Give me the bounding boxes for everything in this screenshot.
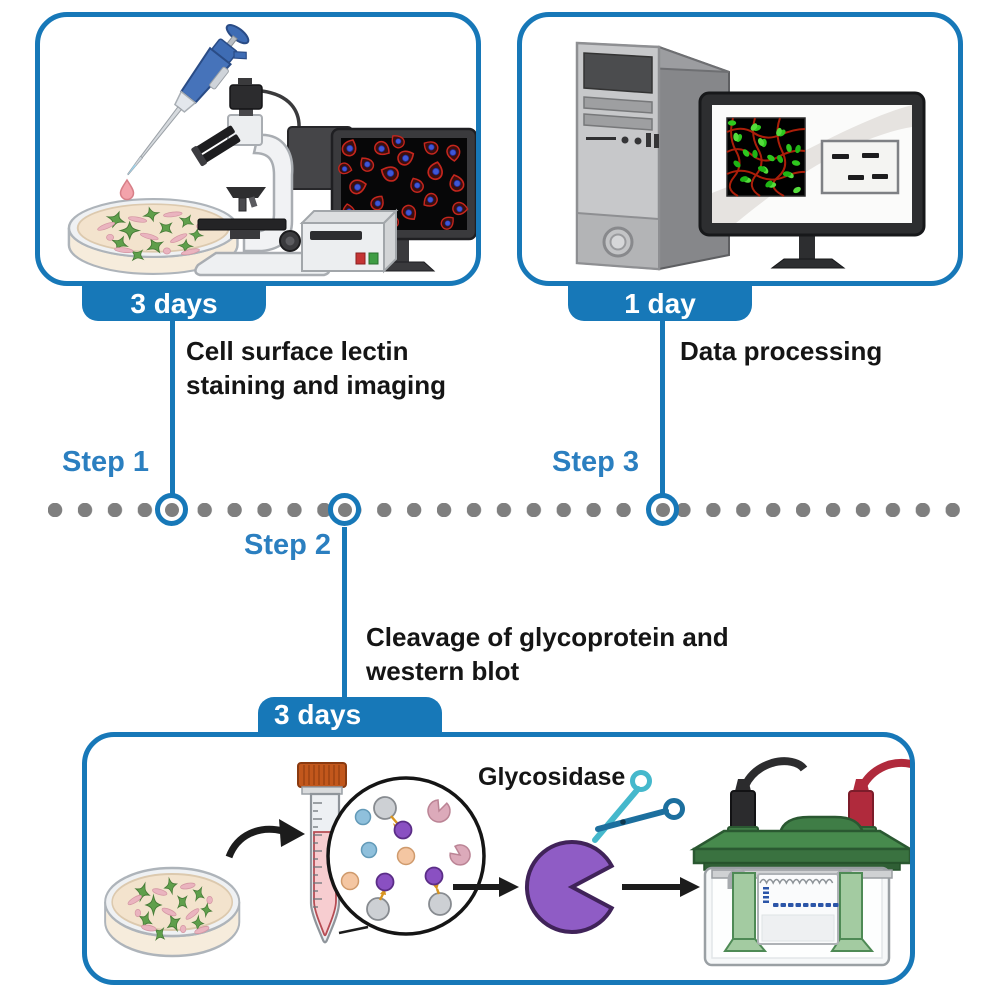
red-button [355,252,366,265]
step1-illustration [67,24,476,277]
glycoprotein-icon [424,866,452,916]
monitor-neck [394,237,409,263]
gel-cassette [757,873,839,945]
step1-illustration-panel [35,12,481,286]
step3-timeline-marker [646,493,679,526]
scissors-icon [592,770,685,843]
gel-clamp [732,872,756,940]
step1-title: Cell surface lectin staining and imaging [186,336,447,401]
glycoprotein-icon [373,796,413,840]
arrow-icon [453,877,519,897]
blot-result-panel [820,139,900,195]
gel-clamp [839,872,863,940]
step2-duration-badge: 3 days [258,697,442,732]
protein-ladder [763,887,769,903]
droplet-icon [119,178,135,201]
camera-cable [261,89,301,130]
step2-illustration [103,757,910,967]
step1-label: Step 1 [62,446,150,478]
eyepieces [191,125,241,167]
step2-illustration-panel [82,732,915,985]
segmented-nuclei [727,120,801,194]
molecule-blue [360,841,378,859]
monitor-neck [799,235,815,260]
step3-illustration-panel [517,12,963,286]
lid-handle [778,815,865,835]
power-supply-icon [299,208,399,274]
step2-title: Cleavage of glycoprotein and western blo… [366,622,729,687]
glycosidase-label: Glycosidase [478,763,626,791]
molecule-blue [354,808,372,826]
stage [197,218,287,231]
transfer-arrow-icon [225,819,305,859]
glycoprotein-icon [366,872,395,921]
step1-connector-line [170,321,175,494]
magnified-lysate-circle [326,776,486,936]
step2-timeline-marker [328,493,361,526]
microscope-camera [229,84,263,110]
step2-connector-line [342,527,347,697]
step1-timeline-marker [155,493,188,526]
petri-dish-icon [103,866,241,958]
tube-graduations [313,802,322,908]
step3-duration-badge: 1 day [568,286,752,321]
step3-title: Data processing [680,336,883,366]
step3-connector-line [660,321,665,494]
magnifier-callout-line [338,925,369,935]
arrow-icon [622,877,700,897]
step2-label: Step 2 [244,529,332,561]
analysis-image [726,117,806,197]
molecule-orange [340,871,360,891]
monitor-base [770,258,846,269]
molecule-pink-pacman [427,799,451,823]
glycosidase-icon [525,840,615,934]
molecule-orange [396,846,416,866]
protein-band-row [773,903,839,907]
monitor-icon [698,91,926,269]
step3-label: Step 3 [552,446,640,478]
pipette-icon [126,24,250,176]
green-button [368,252,379,265]
step3-illustration [575,41,926,271]
western-blot-tank-icon [689,757,910,967]
timeline-dotted-line [48,503,960,517]
molecule-pink-pacman [449,844,471,866]
step1-duration-badge: 3 days [82,286,266,321]
